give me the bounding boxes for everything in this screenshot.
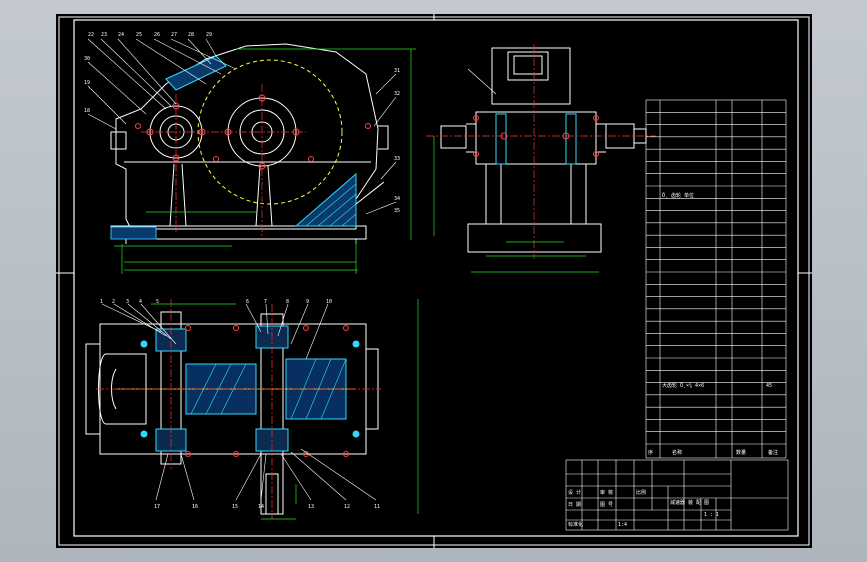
title-row1-b: 审 核 — [600, 489, 613, 496]
parts-footer-qty: 数量 — [736, 449, 746, 456]
section-balloon-label: 13 — [308, 504, 314, 510]
sheet-frame — [56, 14, 812, 548]
section-balloon-label: 4 — [139, 299, 142, 305]
front-balloon-label: 32 — [394, 91, 400, 97]
section-balloon-label: 12 — [344, 504, 350, 510]
section-balloon-label: 3 — [126, 299, 129, 305]
front-balloon-label: 22 — [88, 32, 94, 38]
section-balloon-label: 1 — [100, 299, 103, 305]
section-balloon-label: 16 — [192, 504, 198, 510]
title-row3-a: 标准化 — [568, 521, 583, 528]
title-block — [565, 459, 789, 531]
parts-note-lower: 大齿轮 Ö¸×¼ 4×6 — [662, 382, 704, 389]
section-balloon-label: 6 — [246, 299, 249, 305]
section-balloon-label: 7 — [264, 299, 267, 305]
front-balloon-label: 27 — [171, 32, 177, 38]
front-balloon-label: 35 — [394, 208, 400, 214]
parts-footer-name: 名称 — [672, 449, 682, 456]
parts-footer-note: 备注 — [768, 449, 778, 456]
section-balloon-label: 5 — [156, 299, 159, 305]
section-balloon-label: 11 — [374, 504, 380, 510]
title-row3-b: 1:4 — [618, 522, 627, 528]
title-row1-c: 比例 — [636, 489, 646, 496]
title-right-b: 1 : 1 — [704, 512, 719, 518]
parts-list-table — [645, 99, 787, 459]
front-balloon-label: 19 — [84, 80, 90, 86]
section-balloon-label: 17 — [154, 504, 160, 510]
section-balloon-label: 8 — [286, 299, 289, 305]
section-balloon-label: 2 — [112, 299, 115, 305]
front-balloon-label: 29 — [206, 32, 212, 38]
section-balloon-label: 9 — [306, 299, 309, 305]
title-row2-a: 日 期 — [568, 502, 581, 508]
front-balloon-label: 28 — [188, 32, 194, 38]
section-balloon-label: 15 — [232, 504, 238, 510]
title-row2-b: 图 号 — [600, 502, 613, 508]
front-balloon-label: 30 — [84, 56, 90, 62]
front-balloon-label: 31 — [394, 68, 400, 74]
side-view — [426, 44, 656, 273]
title-block-labels: 设 计 审 核 比例 日 期 图 号 标准化 1:4 減速器 装 配 图 1 :… — [568, 489, 719, 528]
front-balloon-label: 33 — [394, 156, 400, 162]
front-balloon-label: 25 — [136, 32, 142, 38]
parts-note-upper: Ö¸ 齿轮 单位 — [662, 192, 694, 199]
front-balloon-label: 34 — [394, 196, 400, 202]
parts-note-lower-right: 45 — [766, 383, 772, 389]
parts-footer-seq: 序 — [648, 449, 653, 456]
section-balloon-label: 14 — [258, 504, 264, 510]
front-balloon-label: 24 — [118, 32, 124, 38]
front-balloon-label: 26 — [154, 32, 160, 38]
front-balloon-label: 18 — [84, 108, 90, 114]
front-balloon-label: 23 — [101, 32, 107, 38]
front-view-balloons: 22 23 24 25 26 27 28 29 30 19 18 31 32 33 34 35 — [84, 32, 400, 214]
section-balloon-label: 10 — [326, 299, 332, 305]
title-row1-a: 设 计 — [568, 489, 581, 496]
front-view: 22 23 24 25 26 27 28 29 30 19 18 31 32 33 34 35 — [84, 32, 416, 274]
title-right-a: 減速器 装 配 图 — [670, 499, 709, 506]
parts-list-labels: Ö¸ 齿轮 单位 大齿轮 Ö¸×¼ 4×6 45 序 名称 数量 备注 — [648, 192, 778, 456]
